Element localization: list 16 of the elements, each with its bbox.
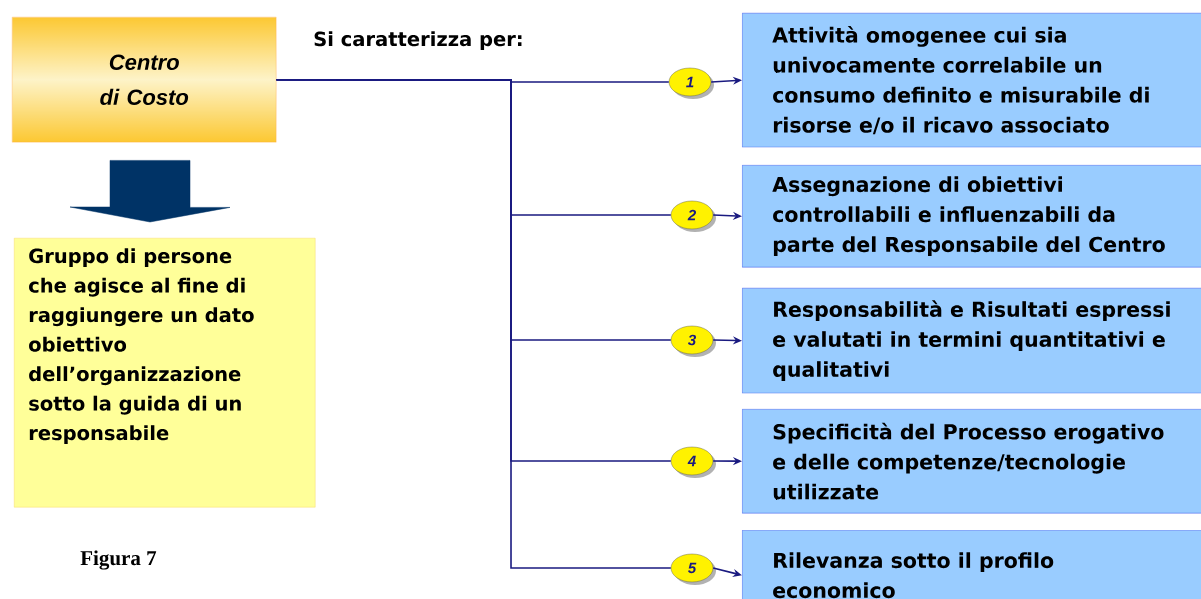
number-badge: 5: [670, 553, 716, 585]
description-box: Gruppo di persone che agisce al fine di raggiungere un dato obiettivo dell’organizzazione sotto la guida di un responsabile: [14, 238, 316, 508]
feature-box: Specificità del Processo erogativo e delle competenze/tecnologie utilizzate: [742, 409, 1201, 514]
number-badge: 2: [670, 200, 716, 232]
connector-line: [275, 78, 672, 569]
number-badge: 4: [670, 446, 716, 478]
number-badge: 1: [668, 67, 714, 99]
caption: Figura 7: [80, 550, 157, 570]
feature-box: Responsabilità e Risultati espressi e valutati in termini quantitativi e qualitativi: [742, 288, 1201, 394]
heading-text: Si caratterizza per:: [314, 31, 522, 51]
feature-box: Assegnazione di obiettivi controllabili e influenzabili da parte del Responsabile del Centro: [742, 165, 1201, 268]
block-arrow: [69, 160, 231, 223]
number-badge: 3: [670, 325, 716, 357]
feature-box: Rilevanza sotto il profilo economico: [742, 530, 1201, 599]
feature-box: Attività omogenee cui sia univocamente correlabile un consumo definito e misurabile di risorse e/o il ricavo associato: [742, 13, 1201, 148]
title-box: Centro di Costo: [12, 17, 277, 143]
